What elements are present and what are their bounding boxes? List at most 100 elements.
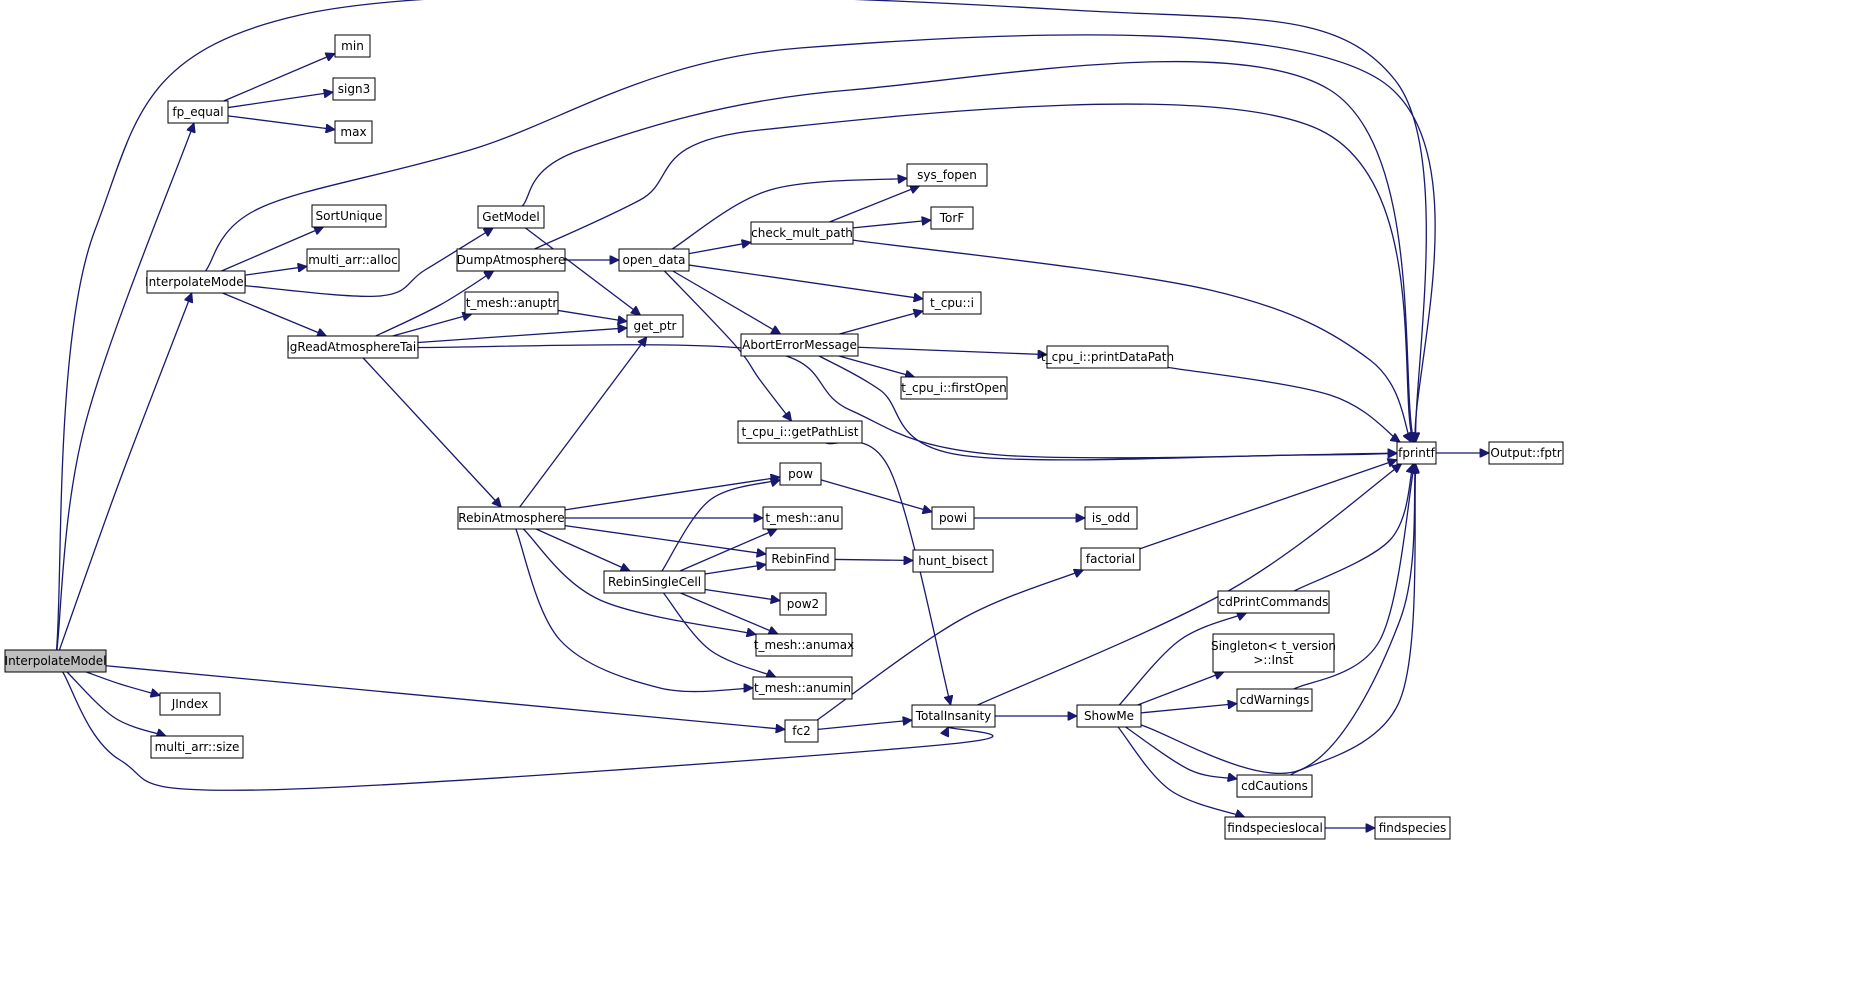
node-box[interactable]: [456, 248, 566, 272]
node-anumax[interactable]: t_mesh::anumax: [754, 633, 854, 657]
node-t-cpu-i[interactable]: t_cpu::i: [922, 291, 982, 315]
node-sortunique[interactable]: SortUnique: [311, 204, 387, 228]
edge-line: [825, 441, 951, 705]
node-jindex[interactable]: JIndex: [159, 692, 221, 716]
node-box[interactable]: [603, 570, 706, 594]
node-box[interactable]: [167, 100, 229, 124]
node-rebinsingle[interactable]: RebinSingleCell: [603, 570, 706, 594]
node-max[interactable]: max: [334, 120, 373, 144]
node-box[interactable]: [626, 314, 684, 338]
node-multi-alloc[interactable]: multi_arr::alloc: [306, 248, 400, 272]
node-box[interactable]: [930, 206, 974, 230]
node-box[interactable]: [287, 335, 419, 359]
node-box[interactable]: [762, 506, 843, 530]
node-showme[interactable]: ShowMe: [1076, 704, 1142, 728]
node-label: findspecies: [1379, 821, 1447, 835]
node-singleton[interactable]: Singleton< t_version>::Inst: [1211, 633, 1336, 673]
node-box[interactable]: [159, 692, 221, 716]
node-box[interactable]: [1396, 441, 1437, 465]
node-box[interactable]: [779, 462, 822, 486]
node-label: Singleton< t_version>::Inst: [1211, 639, 1336, 667]
node-dumpatm[interactable]: DumpAtmosphere: [456, 248, 566, 272]
node-box[interactable]: [4, 649, 107, 673]
node-box[interactable]: [311, 204, 387, 228]
node-anuptr[interactable]: t_mesh::anuptr: [464, 291, 559, 315]
node-powi[interactable]: powi: [931, 506, 975, 530]
node-fprintf[interactable]: fprintf: [1396, 441, 1437, 465]
node-box[interactable]: [1224, 816, 1326, 840]
node-box[interactable]: [1080, 547, 1141, 571]
node-cdcautions[interactable]: cdCautions: [1236, 774, 1313, 798]
node-min[interactable]: min: [334, 34, 371, 58]
node-box[interactable]: [1236, 688, 1313, 712]
node-anumin[interactable]: t_mesh::anumin: [752, 676, 853, 700]
node-totalinsanity[interactable]: TotalInsanity: [911, 704, 996, 728]
node-box[interactable]: [1212, 633, 1335, 673]
edge-open_data-to-t_cpu_i: [688, 264, 923, 299]
node-box[interactable]: [1217, 590, 1330, 614]
node-sys-fopen[interactable]: sys_fopen: [906, 163, 988, 187]
node-box[interactable]: [1488, 441, 1564, 465]
node-box[interactable]: [779, 592, 827, 616]
node-printdatapath[interactable]: t_cpu_i::printDataPath: [1041, 345, 1174, 369]
node-box[interactable]: [146, 270, 246, 294]
node-box[interactable]: [1236, 774, 1313, 798]
node-box[interactable]: [931, 506, 975, 530]
node-sign3[interactable]: sign3: [332, 77, 376, 101]
node-multi-size[interactable]: multi_arr::size: [150, 735, 244, 759]
node-anu[interactable]: t_mesh::anu: [762, 506, 843, 530]
node-box[interactable]: [457, 506, 566, 530]
node-box[interactable]: [737, 420, 863, 444]
node-getmodel[interactable]: GetModel: [477, 205, 545, 229]
node-fp-equal[interactable]: fp_equal: [167, 100, 229, 124]
node-box[interactable]: [765, 547, 836, 571]
node-check-mult[interactable]: check_mult_path: [750, 221, 854, 245]
node-box[interactable]: [900, 376, 1008, 400]
node-box[interactable]: [1046, 345, 1169, 369]
node-getpathlist[interactable]: t_cpu_i::getPathList: [737, 420, 863, 444]
node-box[interactable]: [334, 34, 371, 58]
node-box[interactable]: [1076, 704, 1142, 728]
node-pow[interactable]: pow: [779, 462, 822, 486]
node-interpmodel2[interactable]: InterpolateModel: [145, 270, 247, 294]
node-box[interactable]: [477, 205, 545, 229]
node-box[interactable]: [906, 163, 988, 187]
node-aborterr[interactable]: AbortErrorMessage: [740, 333, 859, 357]
node-rebinfind[interactable]: RebinFind: [765, 547, 836, 571]
node-box[interactable]: [752, 676, 853, 700]
node-box[interactable]: [1374, 816, 1451, 840]
node-box[interactable]: [740, 333, 859, 357]
node-box[interactable]: [618, 248, 690, 272]
node-fc2[interactable]: fc2: [784, 719, 819, 743]
node-get-ptr[interactable]: get_ptr: [626, 314, 684, 338]
node-box[interactable]: [1084, 506, 1138, 530]
node-box[interactable]: [750, 221, 854, 245]
node-box[interactable]: [922, 291, 982, 315]
node-findspecieslocal[interactable]: findspecieslocal: [1224, 816, 1326, 840]
node-factorial[interactable]: factorial: [1080, 547, 1141, 571]
node-box[interactable]: [150, 735, 244, 759]
node-box[interactable]: [784, 719, 819, 743]
node-open-data[interactable]: open_data: [618, 248, 690, 272]
node-box[interactable]: [306, 248, 400, 272]
edge-getpathlist-to-totalinsanity: [825, 441, 951, 705]
node-root[interactable]: InterpolateModel: [4, 649, 107, 673]
node-box[interactable]: [332, 77, 376, 101]
node-box[interactable]: [334, 120, 373, 144]
node-output-fptr[interactable]: Output::fptr: [1488, 441, 1564, 465]
node-box[interactable]: [912, 549, 994, 573]
node-torf[interactable]: TorF: [930, 206, 974, 230]
node-hunt-bisect[interactable]: hunt_bisect: [912, 549, 994, 573]
node-box[interactable]: [911, 704, 996, 728]
node-box[interactable]: [755, 633, 853, 657]
node-cdwarnings[interactable]: cdWarnings: [1236, 688, 1313, 712]
node-pow2[interactable]: pow2: [779, 592, 827, 616]
node-is-odd[interactable]: is_odd: [1084, 506, 1138, 530]
node-lgread[interactable]: lgReadAtmosphereTail: [286, 335, 420, 359]
node-rebinatm[interactable]: RebinAtmosphere: [457, 506, 566, 530]
node-firstopen[interactable]: t_cpu_i::firstOpen: [900, 376, 1008, 400]
edge-line: [1137, 672, 1224, 706]
node-cdprintcmds[interactable]: cdPrintCommands: [1217, 590, 1330, 614]
node-findspecies[interactable]: findspecies: [1374, 816, 1451, 840]
node-box[interactable]: [464, 291, 559, 315]
